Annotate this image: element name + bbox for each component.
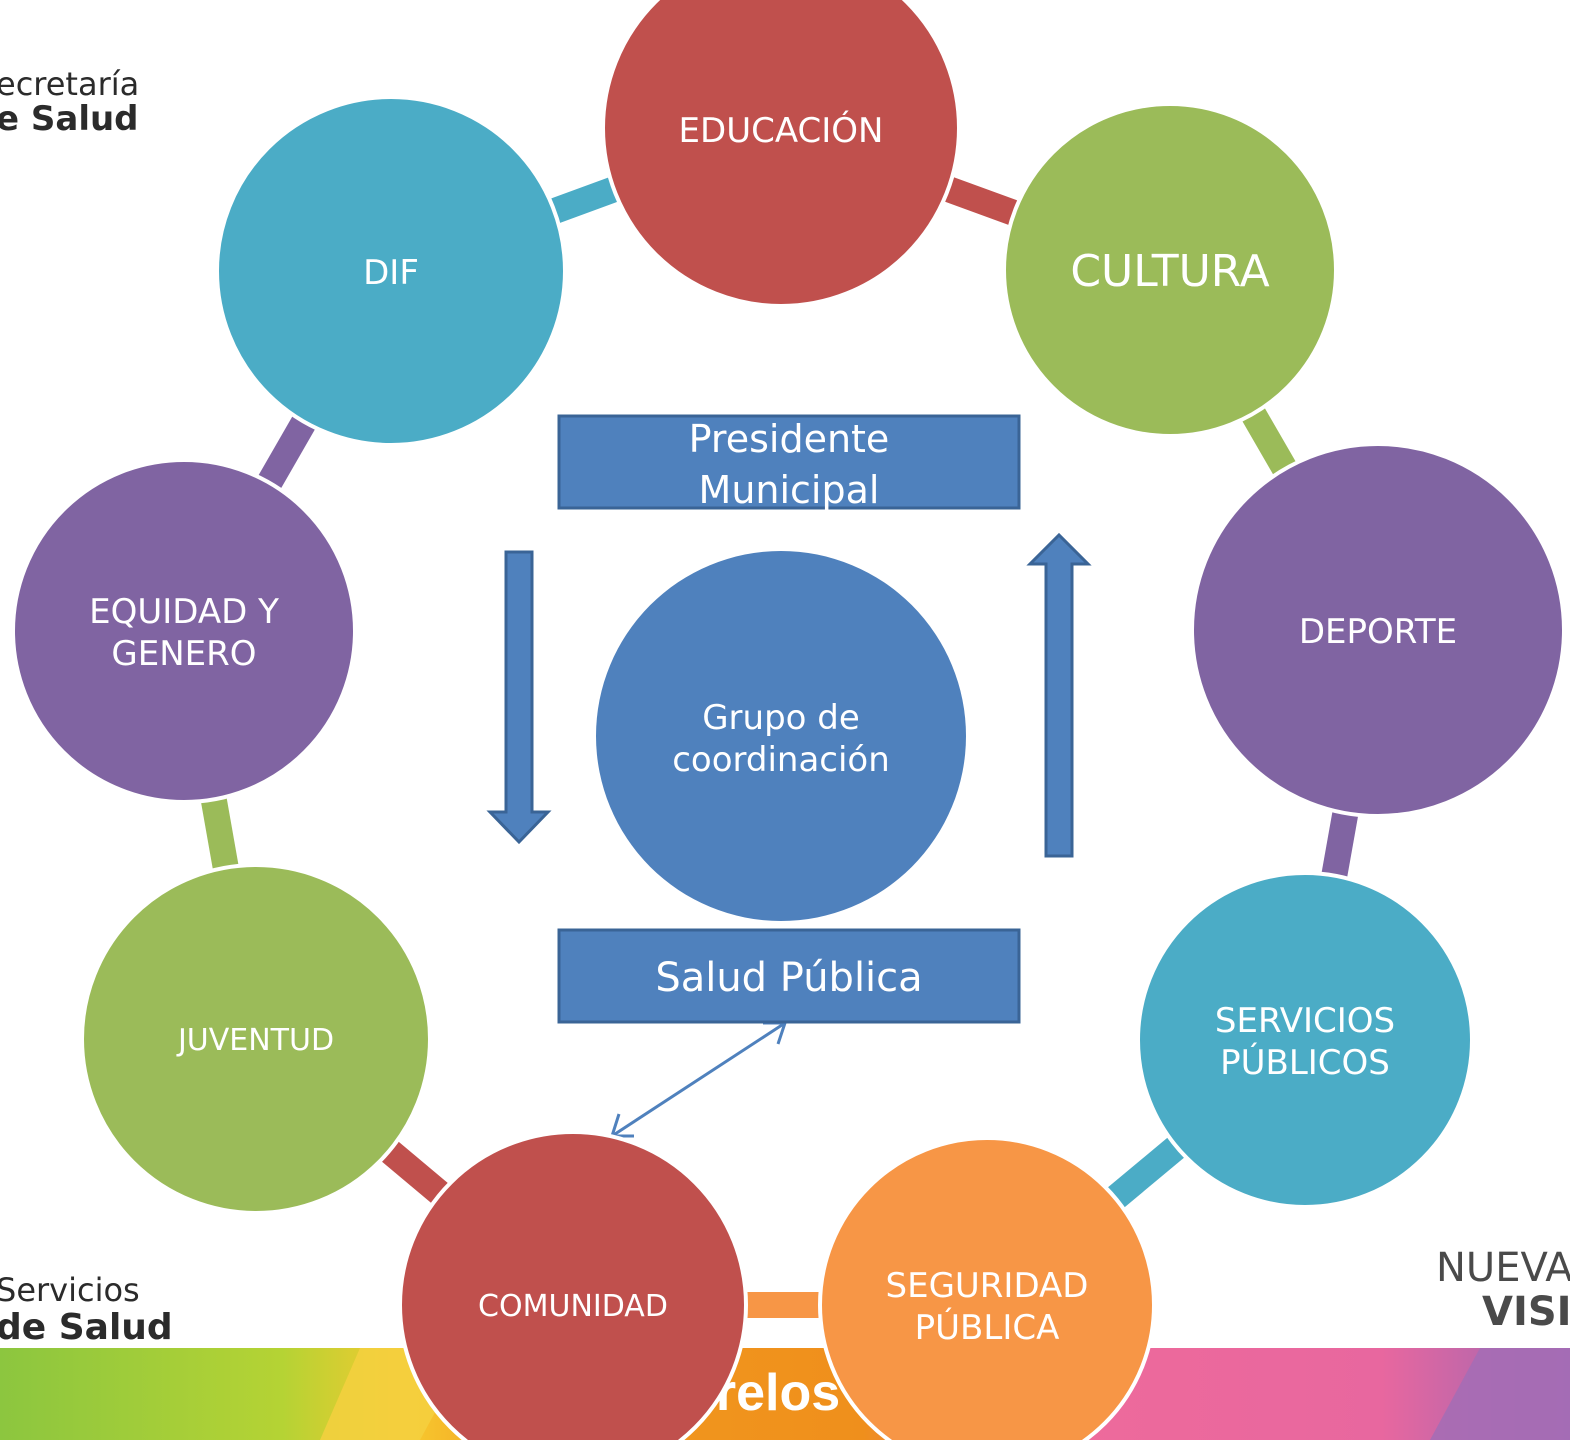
grupo-coordinacion-node: Grupo de coordinación — [596, 551, 966, 921]
node-label-educacion: EDUCACIÓN — [679, 110, 884, 151]
node-label-cultura: CULTURA — [1070, 246, 1269, 297]
node-label-seguridad: SEGURIDAD — [886, 1266, 1089, 1306]
node-juventud: JUVENTUD — [80, 863, 432, 1215]
node-circle-equidad — [11, 458, 357, 804]
node-comunidad: COMUNIDAD — [398, 1130, 748, 1440]
node-deporte: DEPORTE — [1190, 442, 1566, 818]
bidirectional-arrow — [609, 1021, 788, 1138]
node-circle-deporte — [1190, 442, 1566, 818]
node-label-juventud: JUVENTUD — [176, 1023, 334, 1058]
up-arrow — [1026, 532, 1092, 858]
node-circle-servicios — [1136, 871, 1474, 1209]
outer-nodes: EDUCACIÓN CULTURA DEPORTE SERVICIOSPÚBLICOS… — [11, 0, 1566, 1440]
node-circle-comunidad — [398, 1130, 748, 1440]
presidente-municipal-box: Presidente Municipal — [557, 414, 1021, 512]
node-cultura: CULTURA — [1002, 102, 1338, 438]
secretaria-logo-line1: ecretaría — [0, 65, 140, 103]
node-label-dif: DIF — [363, 253, 419, 293]
node-label-deporte: DEPORTE — [1299, 612, 1457, 652]
municipal-label: Municipal — [699, 468, 880, 512]
salud-publica-label: Salud Pública — [655, 955, 922, 1001]
node-label-equidad: GENERO — [111, 634, 256, 674]
nueva-vision-logo-line2: VISI — [1482, 1289, 1570, 1335]
node-label-servicios: SERVICIOS — [1215, 1001, 1395, 1041]
node-circle-cultura — [1002, 102, 1338, 438]
node-label-servicios: PÚBLICOS — [1220, 1042, 1390, 1083]
servicios-logo-line2: de Salud — [0, 1307, 173, 1348]
node-circle-educacion — [601, 0, 961, 308]
coordinacion-label: coordinación — [672, 740, 890, 780]
node-circle-dif — [215, 95, 567, 447]
grupo-label: Grupo de — [702, 698, 860, 738]
node-circle-seguridad — [818, 1136, 1156, 1440]
node-label-seguridad: PÚBLICA — [915, 1307, 1060, 1348]
presidente-label: Presidente — [689, 417, 890, 461]
servicios-logo-line1: Servicios — [0, 1271, 140, 1309]
node-educacion: EDUCACIÓN — [601, 0, 961, 308]
morelos-logo-text: relos — [716, 1364, 840, 1422]
node-label-comunidad: COMUNIDAD — [478, 1289, 668, 1324]
node-dif: DIF — [215, 95, 567, 447]
node-label-equidad: EQUIDAD Y — [89, 592, 279, 632]
secretaria-logo-line2: e Salud — [0, 99, 139, 139]
nueva-vision-logo-line1: NUEVA — [1436, 1245, 1570, 1291]
salud-publica-box: Salud Pública — [557, 928, 1021, 1024]
bottom-color-strip: relos — [0, 1348, 1570, 1440]
down-arrow — [486, 550, 552, 845]
node-circle-juventud — [80, 863, 432, 1215]
